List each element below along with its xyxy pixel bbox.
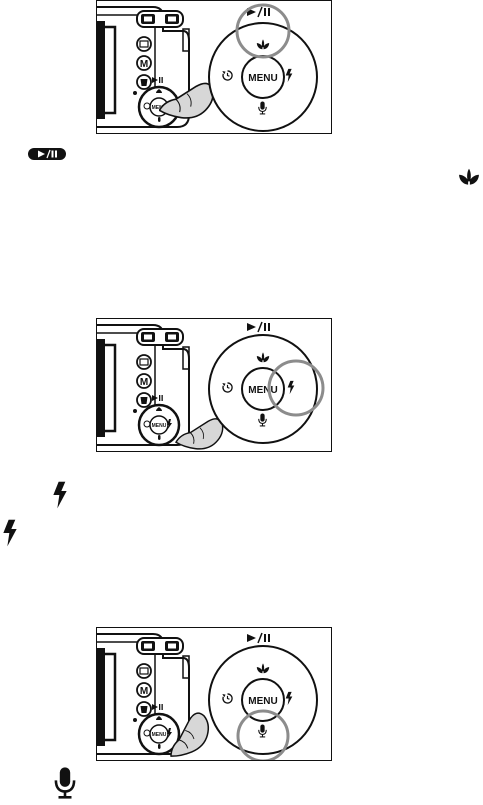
camera-dial-illustration-playback: MENU	[96, 0, 332, 134]
flash-icon	[2, 516, 18, 550]
dial-center-label: MENU	[248, 385, 277, 396]
macro-icon	[458, 168, 480, 186]
microphone-icon	[52, 766, 78, 800]
dial-center-label: MENU	[248, 696, 277, 707]
camera-dial-illustration-voice-memo: MENU	[96, 627, 332, 761]
play-pause-key-icon	[28, 148, 66, 160]
dial-center-label: MENU	[248, 73, 277, 84]
camera-dial-illustration-flash: MENU	[96, 318, 332, 452]
flash-icon	[52, 478, 68, 512]
